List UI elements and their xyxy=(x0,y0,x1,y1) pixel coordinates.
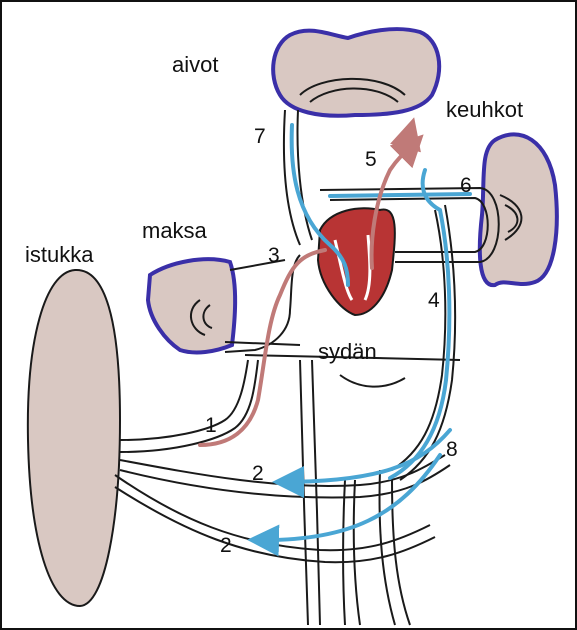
vessel-number-2-lower: 2 xyxy=(220,534,232,557)
vessel-number-4: 4 xyxy=(428,289,440,312)
heart xyxy=(318,208,395,315)
label-heart: sydän xyxy=(318,339,377,364)
vessel-number-8: 8 xyxy=(446,438,458,461)
label-lungs: keuhkot xyxy=(446,97,523,122)
label-brain: aivot xyxy=(172,52,218,77)
placenta xyxy=(28,270,120,606)
label-placenta: istukka xyxy=(25,242,94,267)
vessel-outlines xyxy=(115,110,499,625)
vessel-number-7: 7 xyxy=(254,125,266,148)
vessel-number-1: 1 xyxy=(205,414,217,437)
vessel-number-6: 6 xyxy=(460,174,472,197)
lungs xyxy=(480,134,557,285)
venous-paths xyxy=(255,125,470,540)
vessel-number-5: 5 xyxy=(365,148,377,171)
label-liver: maksa xyxy=(142,218,208,243)
vessel-number-3: 3 xyxy=(268,244,280,267)
vessel-number-2-upper: 2 xyxy=(252,462,264,485)
brain xyxy=(273,29,439,116)
liver xyxy=(148,259,235,352)
